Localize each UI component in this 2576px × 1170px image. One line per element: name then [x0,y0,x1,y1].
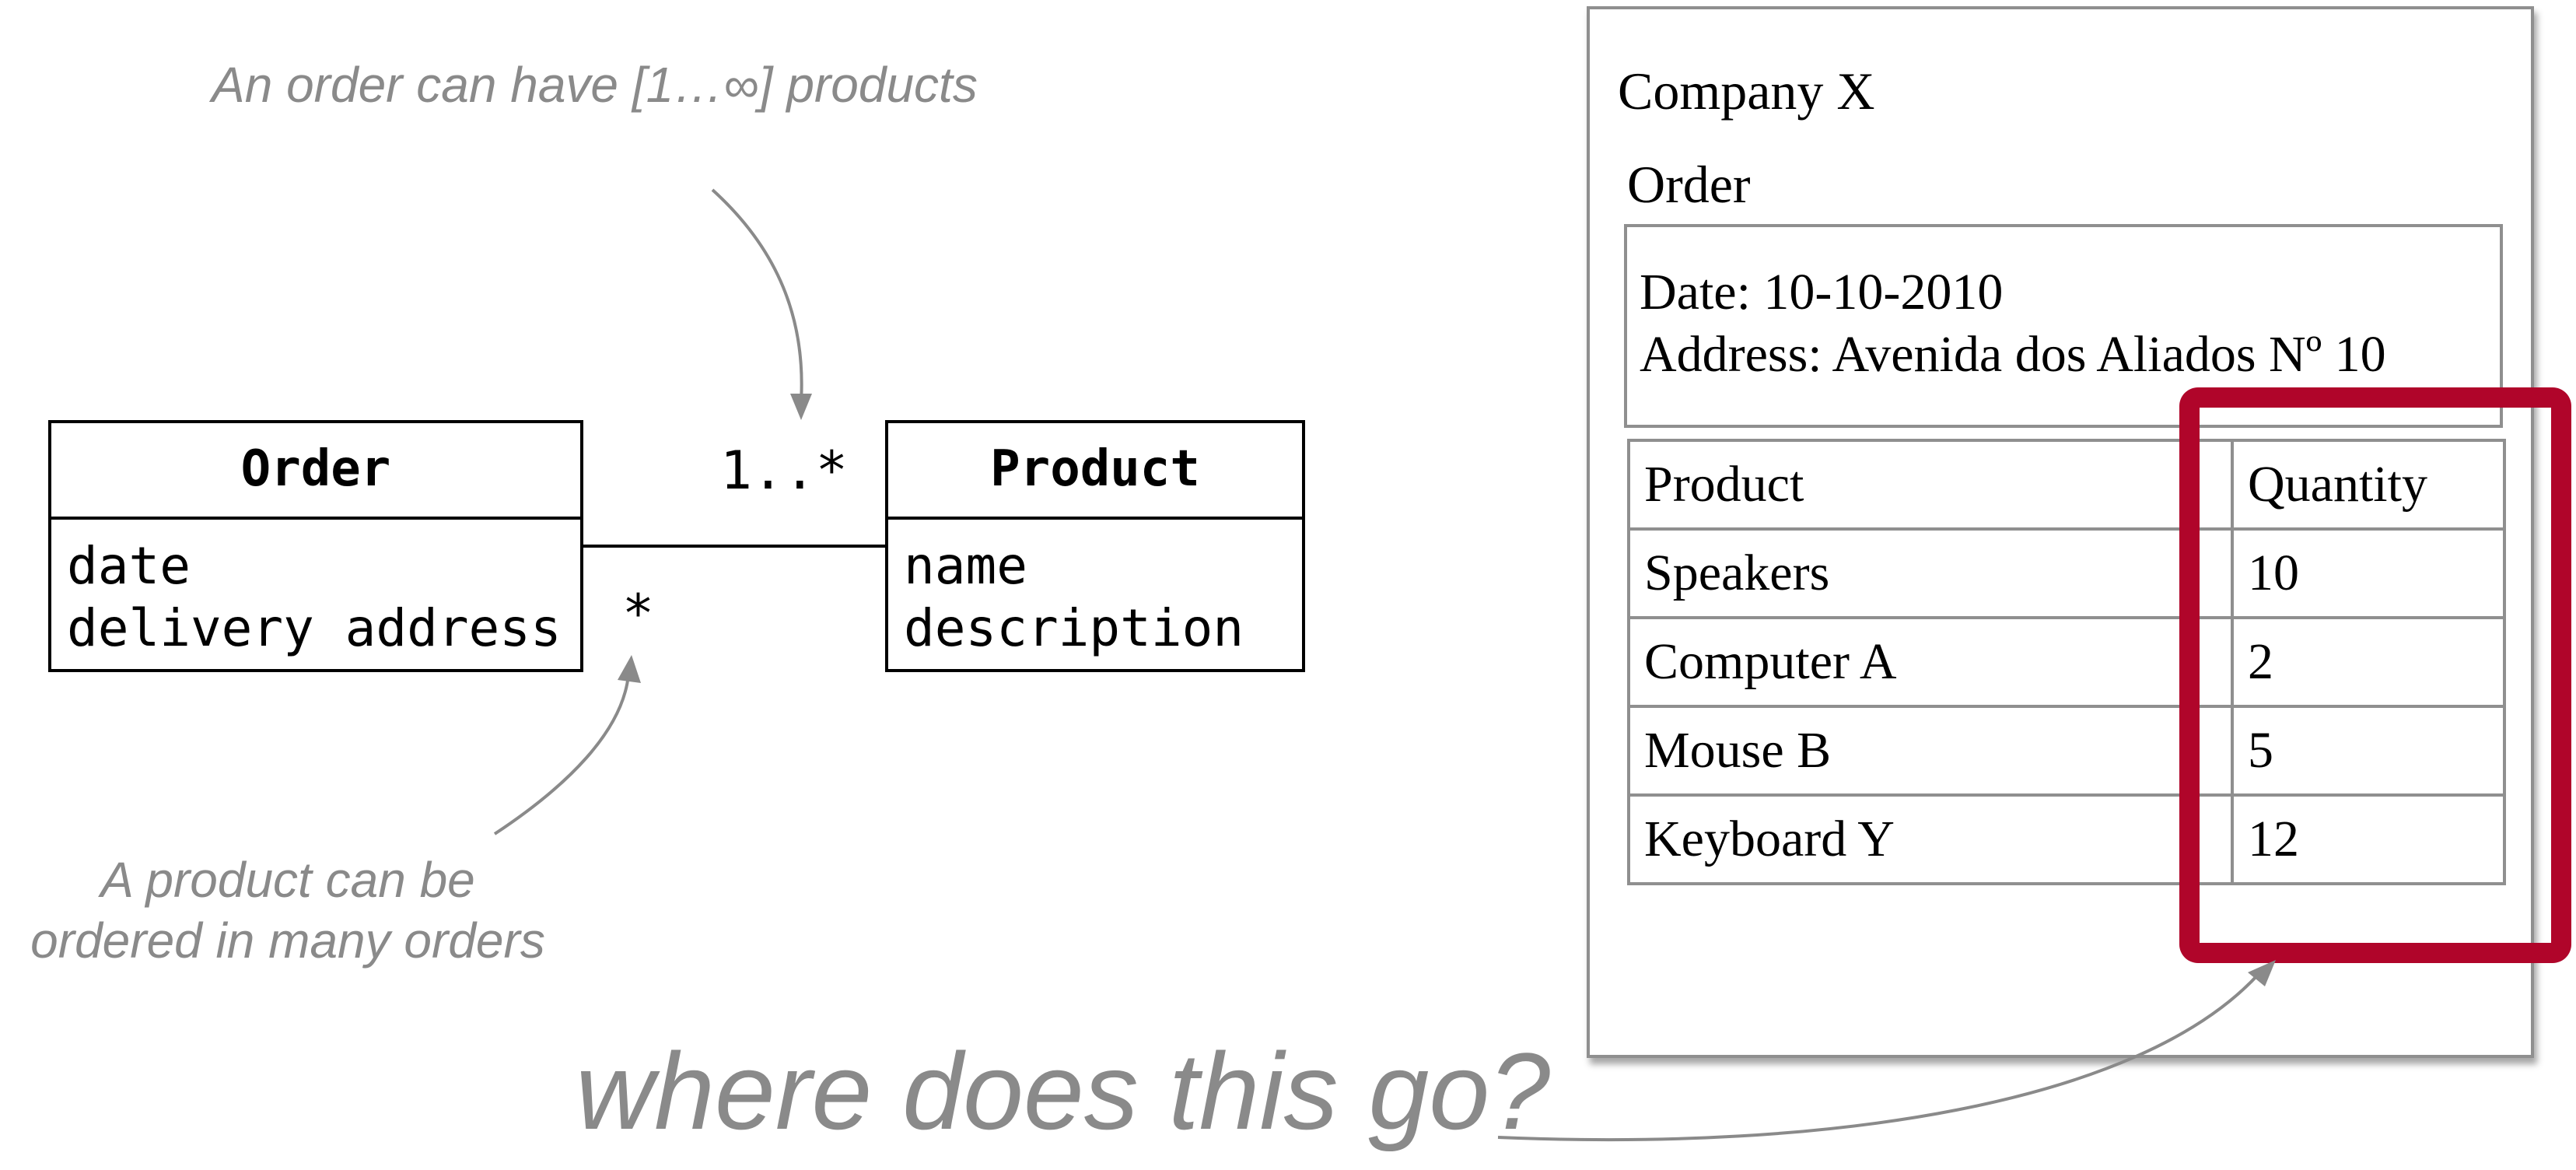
order-attribute: delivery address [67,598,562,658]
quantity-cell: 5 [2231,705,2506,797]
quantity-cell: 12 [2231,793,2506,885]
bottom-annotation-arrow [493,674,630,835]
product-cell: Speakers [1627,527,2234,619]
quantity-cell: 10 [2231,527,2506,619]
arrowhead-icon [2248,960,2276,986]
order-class-name: Order [51,423,580,520]
question-arrow [1497,972,2260,1142]
product-cell: Computer A [1627,616,2234,708]
column-header-product: Product [1627,439,2234,531]
order-attribute: date [67,536,191,596]
order-document: Company X Order Date: 10-10-2010 Address… [1587,6,2534,1058]
column-header-quantity: Quantity [2231,439,2506,531]
arrowhead-icon [790,394,812,420]
top-annotation: An order can have [1…∞] products [212,57,978,113]
quantity-cell: 2 [2231,616,2506,708]
arrowhead-icon [618,655,641,683]
multiplicity-product-side: 1..* [720,440,848,502]
document-heading: Order [1627,155,1751,214]
table-header-row: Product Quantity [1627,439,2506,531]
product-attribute: name [904,536,1027,596]
table-row: Keyboard Y 12 [1627,793,2506,885]
bottom-annotation-line: ordered in many orders [30,913,545,969]
bottom-annotation: A product can be ordered in many orders [8,849,568,971]
question-text: where does this go? [576,1030,1551,1152]
table-row: Computer A 2 [1627,616,2506,708]
quantity-highlight-box [2179,387,2571,963]
company-name: Company X [1618,61,1875,121]
order-date: Date: 10-10-2010 [1640,264,2004,321]
order-items-table: Product Quantity Speakers 10 Computer A … [1627,439,2506,885]
multiplicity-order-side: * [622,583,654,645]
order-address: Address: Avenida dos Aliados Nº 10 [1640,326,2386,383]
top-annotation-arrow [711,188,803,402]
product-class-name: Product [888,423,1302,520]
bottom-annotation-line: A product can be [100,852,475,908]
product-attribute: description [904,598,1244,658]
product-cell: Mouse B [1627,705,2234,797]
table-row: Speakers 10 [1627,527,2506,619]
table-row: Mouse B 5 [1627,705,2506,797]
order-info-box: Date: 10-10-2010 Address: Avenida dos Al… [1624,224,2503,428]
product-cell: Keyboard Y [1627,793,2234,885]
